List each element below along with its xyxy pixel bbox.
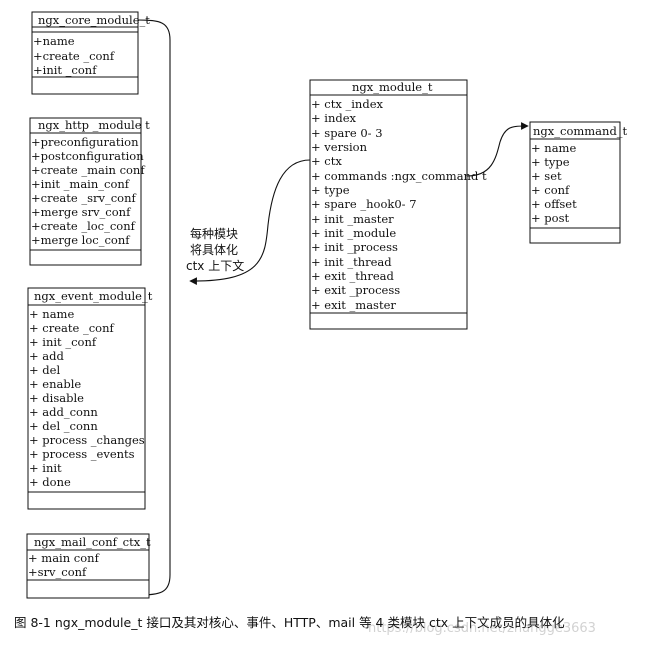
note-line-1: 每种模块 xyxy=(190,226,238,241)
ngx-module-box: ngx_module_t + ctx _index + index + spar… xyxy=(309,79,487,330)
core-module-box: ngx_core_module_t +name +create _conf +i… xyxy=(31,11,150,95)
field: +merge srv_conf xyxy=(31,205,131,219)
field: + post xyxy=(531,211,569,225)
field: + exit _process xyxy=(311,283,400,297)
note-line-2: 将具体化 xyxy=(190,243,238,257)
mail-conf-box: ngx_mail_conf_ctx_t + main conf +srv_con… xyxy=(26,533,151,599)
field: + disable xyxy=(29,391,84,405)
box-title: ngx_core_module_t xyxy=(38,13,150,27)
field: + exit _master xyxy=(311,298,396,312)
field: + index xyxy=(311,111,357,125)
box-title: ngx_module_t xyxy=(352,80,433,94)
context-note: 每种模块 将具体化 ctx 上下文 xyxy=(186,226,244,273)
connectors xyxy=(137,19,529,596)
field: +create _conf xyxy=(33,49,115,63)
field: +init _conf xyxy=(33,63,97,77)
field: + type xyxy=(531,155,570,169)
field: + init _thread xyxy=(311,255,392,269)
field: +create _loc_conf xyxy=(31,219,136,233)
box-title: ngx_mail_conf_ctx_t xyxy=(34,535,151,549)
field: + init _master xyxy=(311,212,394,226)
field: + set xyxy=(531,169,562,183)
field: +merge loc_conf xyxy=(31,233,130,247)
field: +name xyxy=(33,34,75,48)
watermark: https://blog.csdn.net/zhangge3663 xyxy=(368,621,596,636)
field: + ctx xyxy=(311,154,342,168)
field: +create _main conf xyxy=(31,163,145,177)
field: + version xyxy=(311,140,368,154)
field: + enable xyxy=(29,377,81,391)
field: +postconfiguration xyxy=(31,149,144,163)
bracket-connector xyxy=(137,19,171,596)
field: + del _conn xyxy=(29,419,98,433)
field: + done xyxy=(29,475,71,489)
field: +init _main_conf xyxy=(31,177,130,191)
ngx-command-box: ngx_command_t + name + type + set + conf… xyxy=(529,121,628,244)
ctx-link-arrow xyxy=(189,159,311,285)
field: + type xyxy=(311,183,350,197)
field: + main conf xyxy=(28,551,100,565)
box-title: ngx_event_module_t xyxy=(34,289,153,303)
field: + offset xyxy=(531,197,577,211)
field: + conf xyxy=(531,183,570,197)
field: +create _srv_conf xyxy=(31,191,136,205)
field: + name xyxy=(531,141,576,155)
field: + commands :ngx_command t xyxy=(311,169,487,183)
figure-caption: 图 8-1 ngx_module_t 接口及其对核心、事件、HTTP、mail … xyxy=(14,615,565,630)
field: + create _conf xyxy=(29,321,114,335)
field: + spare 0- 3 xyxy=(311,126,383,140)
field: + init xyxy=(29,461,62,475)
field: +preconfiguration xyxy=(31,135,139,149)
field: +srv_conf xyxy=(28,565,87,579)
field: + spare _hook0- 7 xyxy=(311,197,417,211)
field: + process _events xyxy=(29,447,135,461)
field: + exit _thread xyxy=(311,269,394,283)
field: + del xyxy=(29,363,60,377)
field: + init _conf xyxy=(29,335,97,349)
field: + name xyxy=(29,307,74,321)
field: + init _module xyxy=(311,226,396,240)
http-module-box: ngx_http _module t +preconfiguration +po… xyxy=(29,117,150,266)
box-title: ngx_command_t xyxy=(533,124,628,138)
field: + add xyxy=(29,349,65,363)
field: + process _changes xyxy=(29,433,145,447)
field: + init _process xyxy=(311,240,398,254)
note-line-3: ctx 上下文 xyxy=(186,258,244,273)
commands-link-arrow xyxy=(466,122,529,177)
field: + add_conn xyxy=(29,405,98,419)
field: + ctx _index xyxy=(311,97,383,111)
event-module-box: ngx_event_module_t + name + create _conf… xyxy=(27,287,153,510)
box-title: ngx_http _module t xyxy=(38,118,150,132)
